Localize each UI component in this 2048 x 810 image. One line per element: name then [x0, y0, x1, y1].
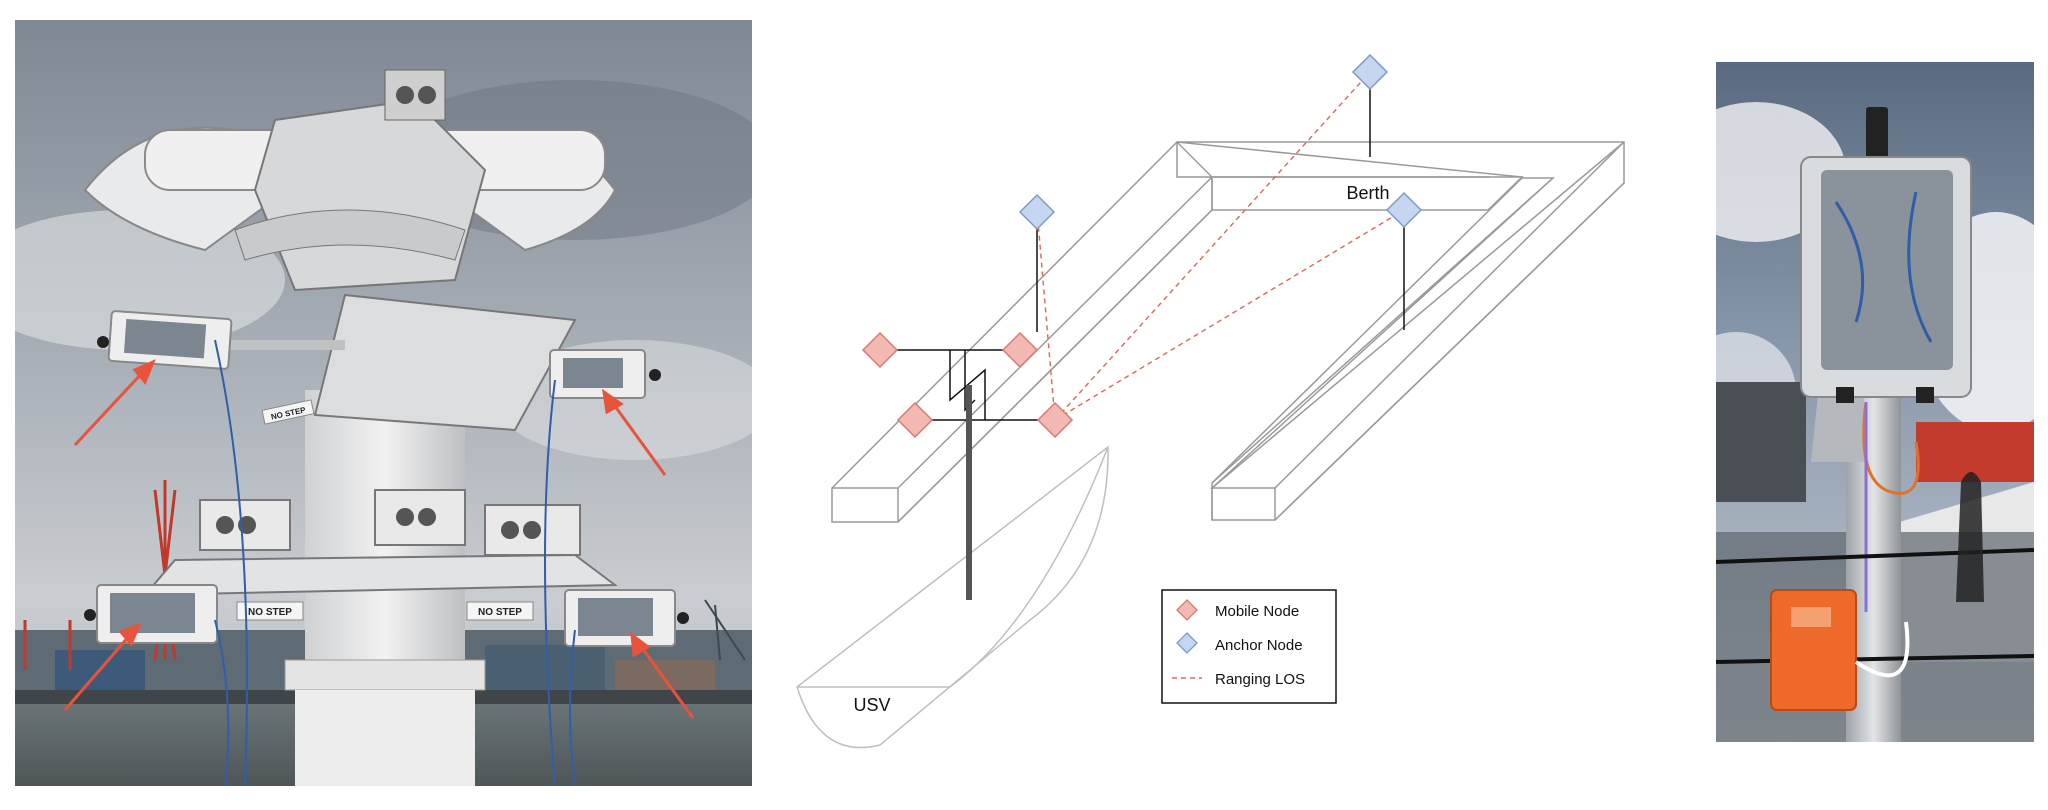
anchor-node-icon [1018, 53, 1423, 231]
node-box-lower-right [564, 589, 689, 647]
lower-platform [142, 553, 618, 597]
node-photo-svg [1666, 62, 2048, 742]
mast-photo-svg: NO STEP NO STEP NO STEP [0, 20, 775, 787]
legend-anchor-node-icon [1176, 632, 1198, 654]
mid-plate [313, 293, 577, 432]
no-step-label: NO STEP [478, 607, 522, 618]
node-box-lower-left [84, 584, 218, 644]
legend: Mobile Node Anchor Node Ranging LOS [1161, 589, 1337, 704]
mobile-node-icon [861, 331, 1074, 439]
no-step-label: NO STEP [248, 607, 292, 618]
ranging-los-lines [1036, 71, 1405, 421]
node-box-upper-left [97, 310, 233, 370]
berth-structure [831, 140, 1625, 523]
legend-ranging-los-label: Ranging LOS [1215, 671, 1305, 688]
usv-hull [796, 445, 1109, 749]
arrow-icon [63, 359, 695, 719]
legend-mobile-node-icon [1176, 599, 1198, 621]
mast-photo: NO STEP NO STEP NO STEP [0, 20, 775, 787]
diagram-svg: Berth USV [796, 53, 1625, 749]
legend-anchor-node-label: Anchor Node [1215, 637, 1303, 654]
node-box-upper-right [549, 349, 661, 399]
berth-label: Berth [1346, 183, 1389, 203]
ranging-diagram: Berth USV [760, 0, 1660, 805]
usv-label: USV [853, 695, 890, 715]
node-photo [1666, 62, 2048, 742]
legend-mobile-node-label: Mobile Node [1215, 603, 1299, 620]
